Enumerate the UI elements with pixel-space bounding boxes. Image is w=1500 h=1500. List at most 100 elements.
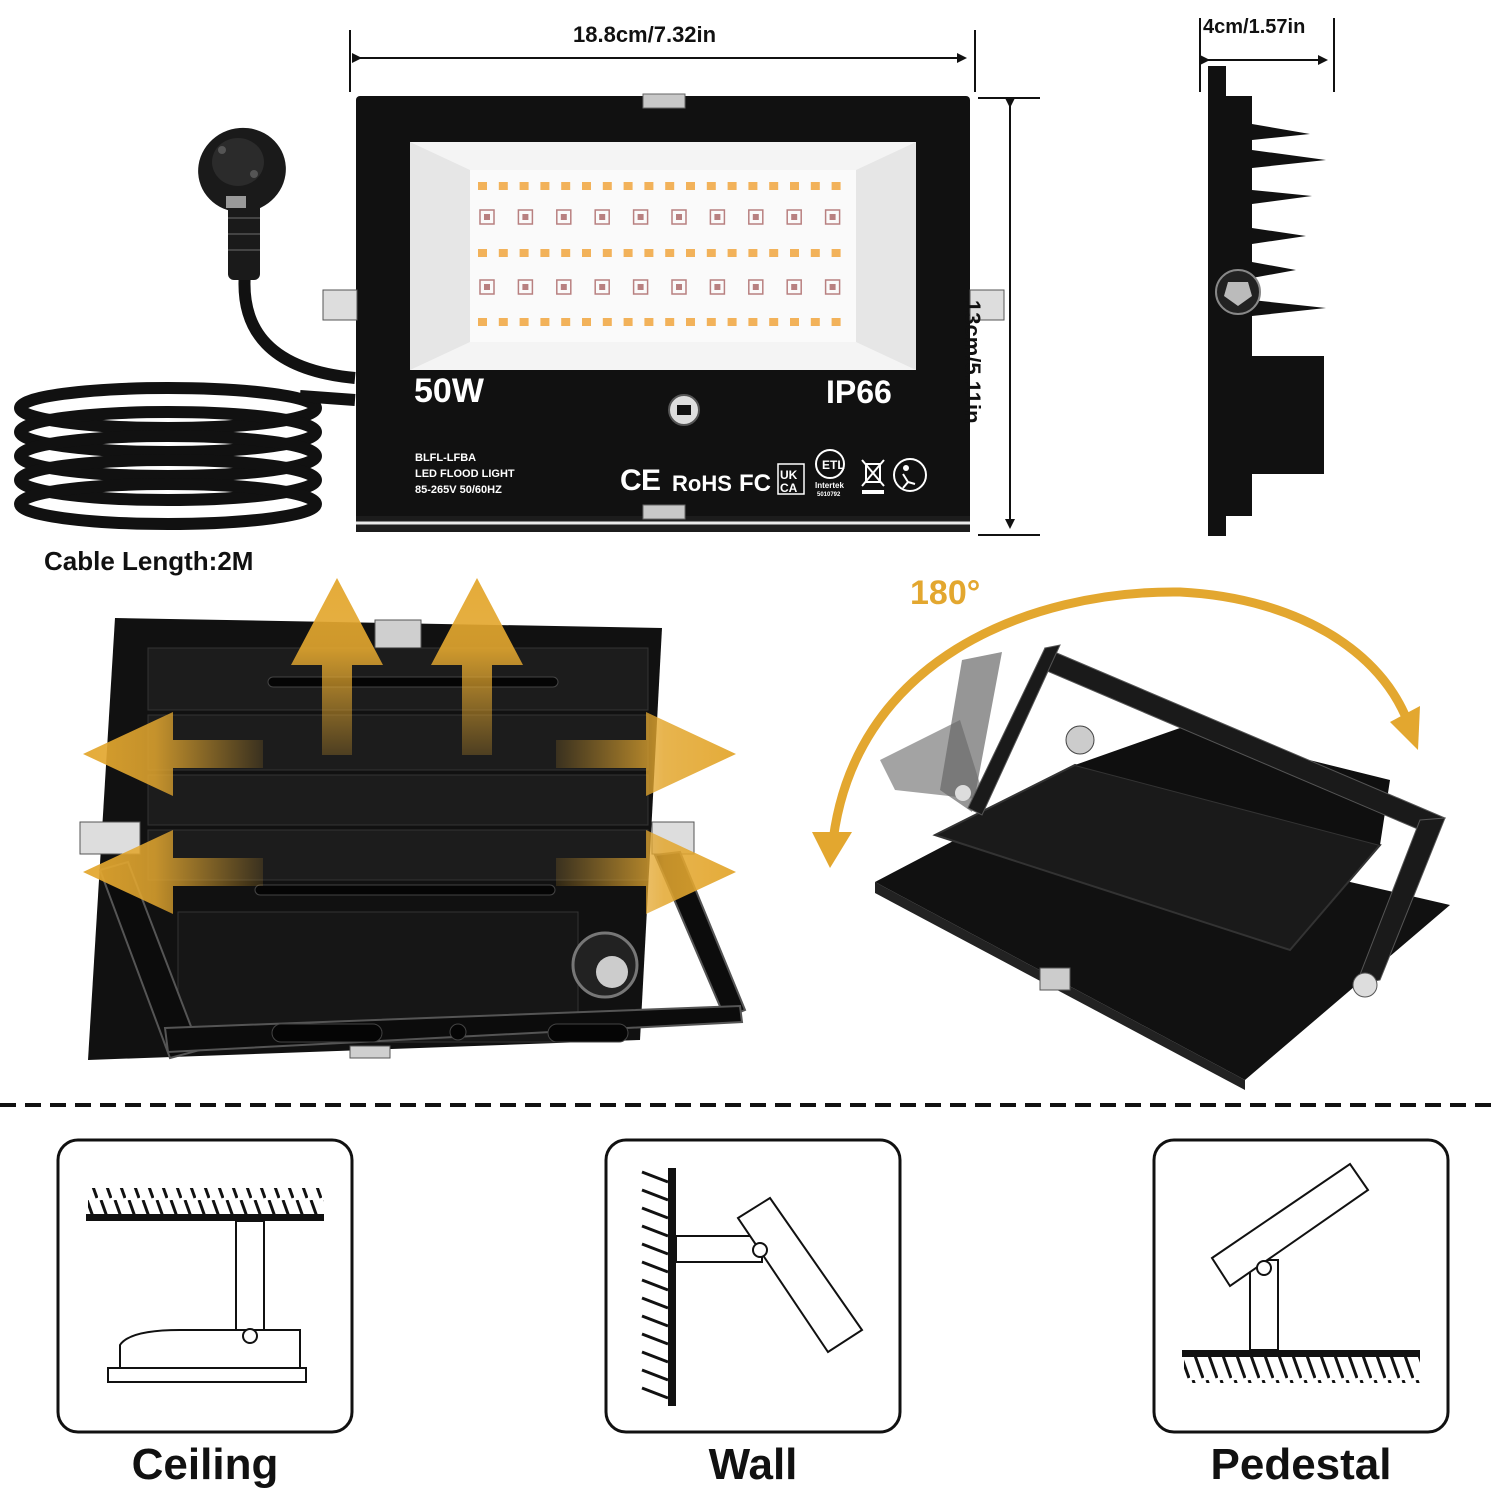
led-rgb-core [829,214,836,220]
ip-rating-label: IP66 [826,374,892,410]
led-rgb-core [791,284,798,290]
svg-text:E: E [641,464,661,497]
power-plug-icon [198,127,286,280]
ukca-mark-uk: UK [780,468,798,482]
led-warm [519,182,529,190]
led-warm [478,318,487,326]
led-rgb-core [522,214,529,220]
led-warm [644,182,654,190]
led-warm [498,182,508,190]
voltage-label: 85-265V 50/60HZ [415,484,502,496]
led-rgb [786,279,802,295]
mount-ceiling-label: Ceiling [131,1440,279,1489]
rotation-arc [827,587,1417,851]
cable-length-label: Cable Length:2M [44,546,254,576]
led-warm [540,318,550,326]
led-warm [810,182,820,190]
svg-text:C: C [620,464,642,497]
side-view [1199,18,1335,536]
led-rgb-core [484,214,490,220]
weee-bin-icon [861,459,885,494]
led-warm [810,249,820,257]
led-warm [602,318,612,326]
etl-mark-icon [815,449,845,479]
led-rgb-core [484,284,490,290]
product-type-label: LED FLOOD LIGHT [415,468,515,480]
led-rgb-core [676,284,682,290]
power-rating-label: 50W [414,372,484,410]
back-view [79,578,747,1060]
mount-pedestal-label: Pedestal [1210,1440,1392,1489]
rotation-angle-label: 180° [910,574,981,612]
led-warm [831,182,841,190]
ukca-mark-ca: CA [780,481,798,495]
led-rgb [632,209,649,225]
led-warm [478,249,487,257]
rotation-arrow-right [1390,706,1420,750]
led-rgb [479,209,495,225]
led-warm [582,249,591,257]
side-screw-left [322,289,358,321]
svg-text:ETL: ETL [822,458,845,472]
led-warm [769,249,779,257]
led-warm [519,249,529,257]
recycle-person-icon [893,458,927,492]
fc-mark: FC [739,470,771,497]
led-rgb [824,209,841,225]
led-warm [810,318,820,326]
rotation-arrow-left [812,832,852,868]
led-rgb [671,279,687,295]
led-rgb-core [714,214,721,220]
heat-arrow-left-1 [83,712,263,796]
led-rgb-core [829,284,836,290]
led-warm [582,318,591,326]
led-rgb [517,279,534,295]
led-warm [561,249,571,257]
certification-marks: C E RoHS FC UK CA ETL Intertek 5010792 [620,449,927,498]
led-warm [769,318,779,326]
led-rgb [709,209,726,225]
intertek-label: Intertek [815,481,844,490]
heat-dissipation-arrows [83,578,736,914]
led-warm [727,318,737,326]
led-warm [769,182,779,190]
led-array [478,182,841,326]
rohs-mark: RoHS [672,471,732,496]
led-warm [831,249,841,257]
led-rgb-core [791,214,798,220]
led-warm [665,249,675,257]
led-warm [519,318,529,326]
led-warm [665,182,675,190]
led-rgb [556,279,572,295]
led-rgb [748,279,764,295]
led-warm [706,182,716,190]
led-warm [644,249,654,257]
led-warm [748,318,758,326]
led-warm [727,182,737,190]
led-warm [498,318,508,326]
heat-arrow-up-1 [291,578,383,755]
front-view: C E RoHS FC UK CA ETL Intertek 5010792 [14,30,1040,536]
width-dimension-label: 18.8cm/7.32in [573,22,717,47]
led-warm [540,182,550,190]
led-warm [686,318,695,326]
led-warm [831,318,841,326]
led-rgb [479,279,495,295]
led-rgb-core [560,214,567,220]
height-dimension-label: 13cm/5.11in [960,300,985,424]
led-rgb-core [676,214,682,220]
intertek-number: 5010792 [817,492,841,498]
led-warm [498,249,508,257]
led-rgb-core [752,284,759,290]
led-rgb-core [599,284,606,290]
led-warm [706,249,716,257]
led-warm [748,182,758,190]
led-rgb [748,209,764,225]
led-warm [561,318,571,326]
led-warm [478,182,487,190]
mount-wall-card [604,1138,902,1434]
led-warm [686,182,695,190]
led-warm [790,182,799,190]
